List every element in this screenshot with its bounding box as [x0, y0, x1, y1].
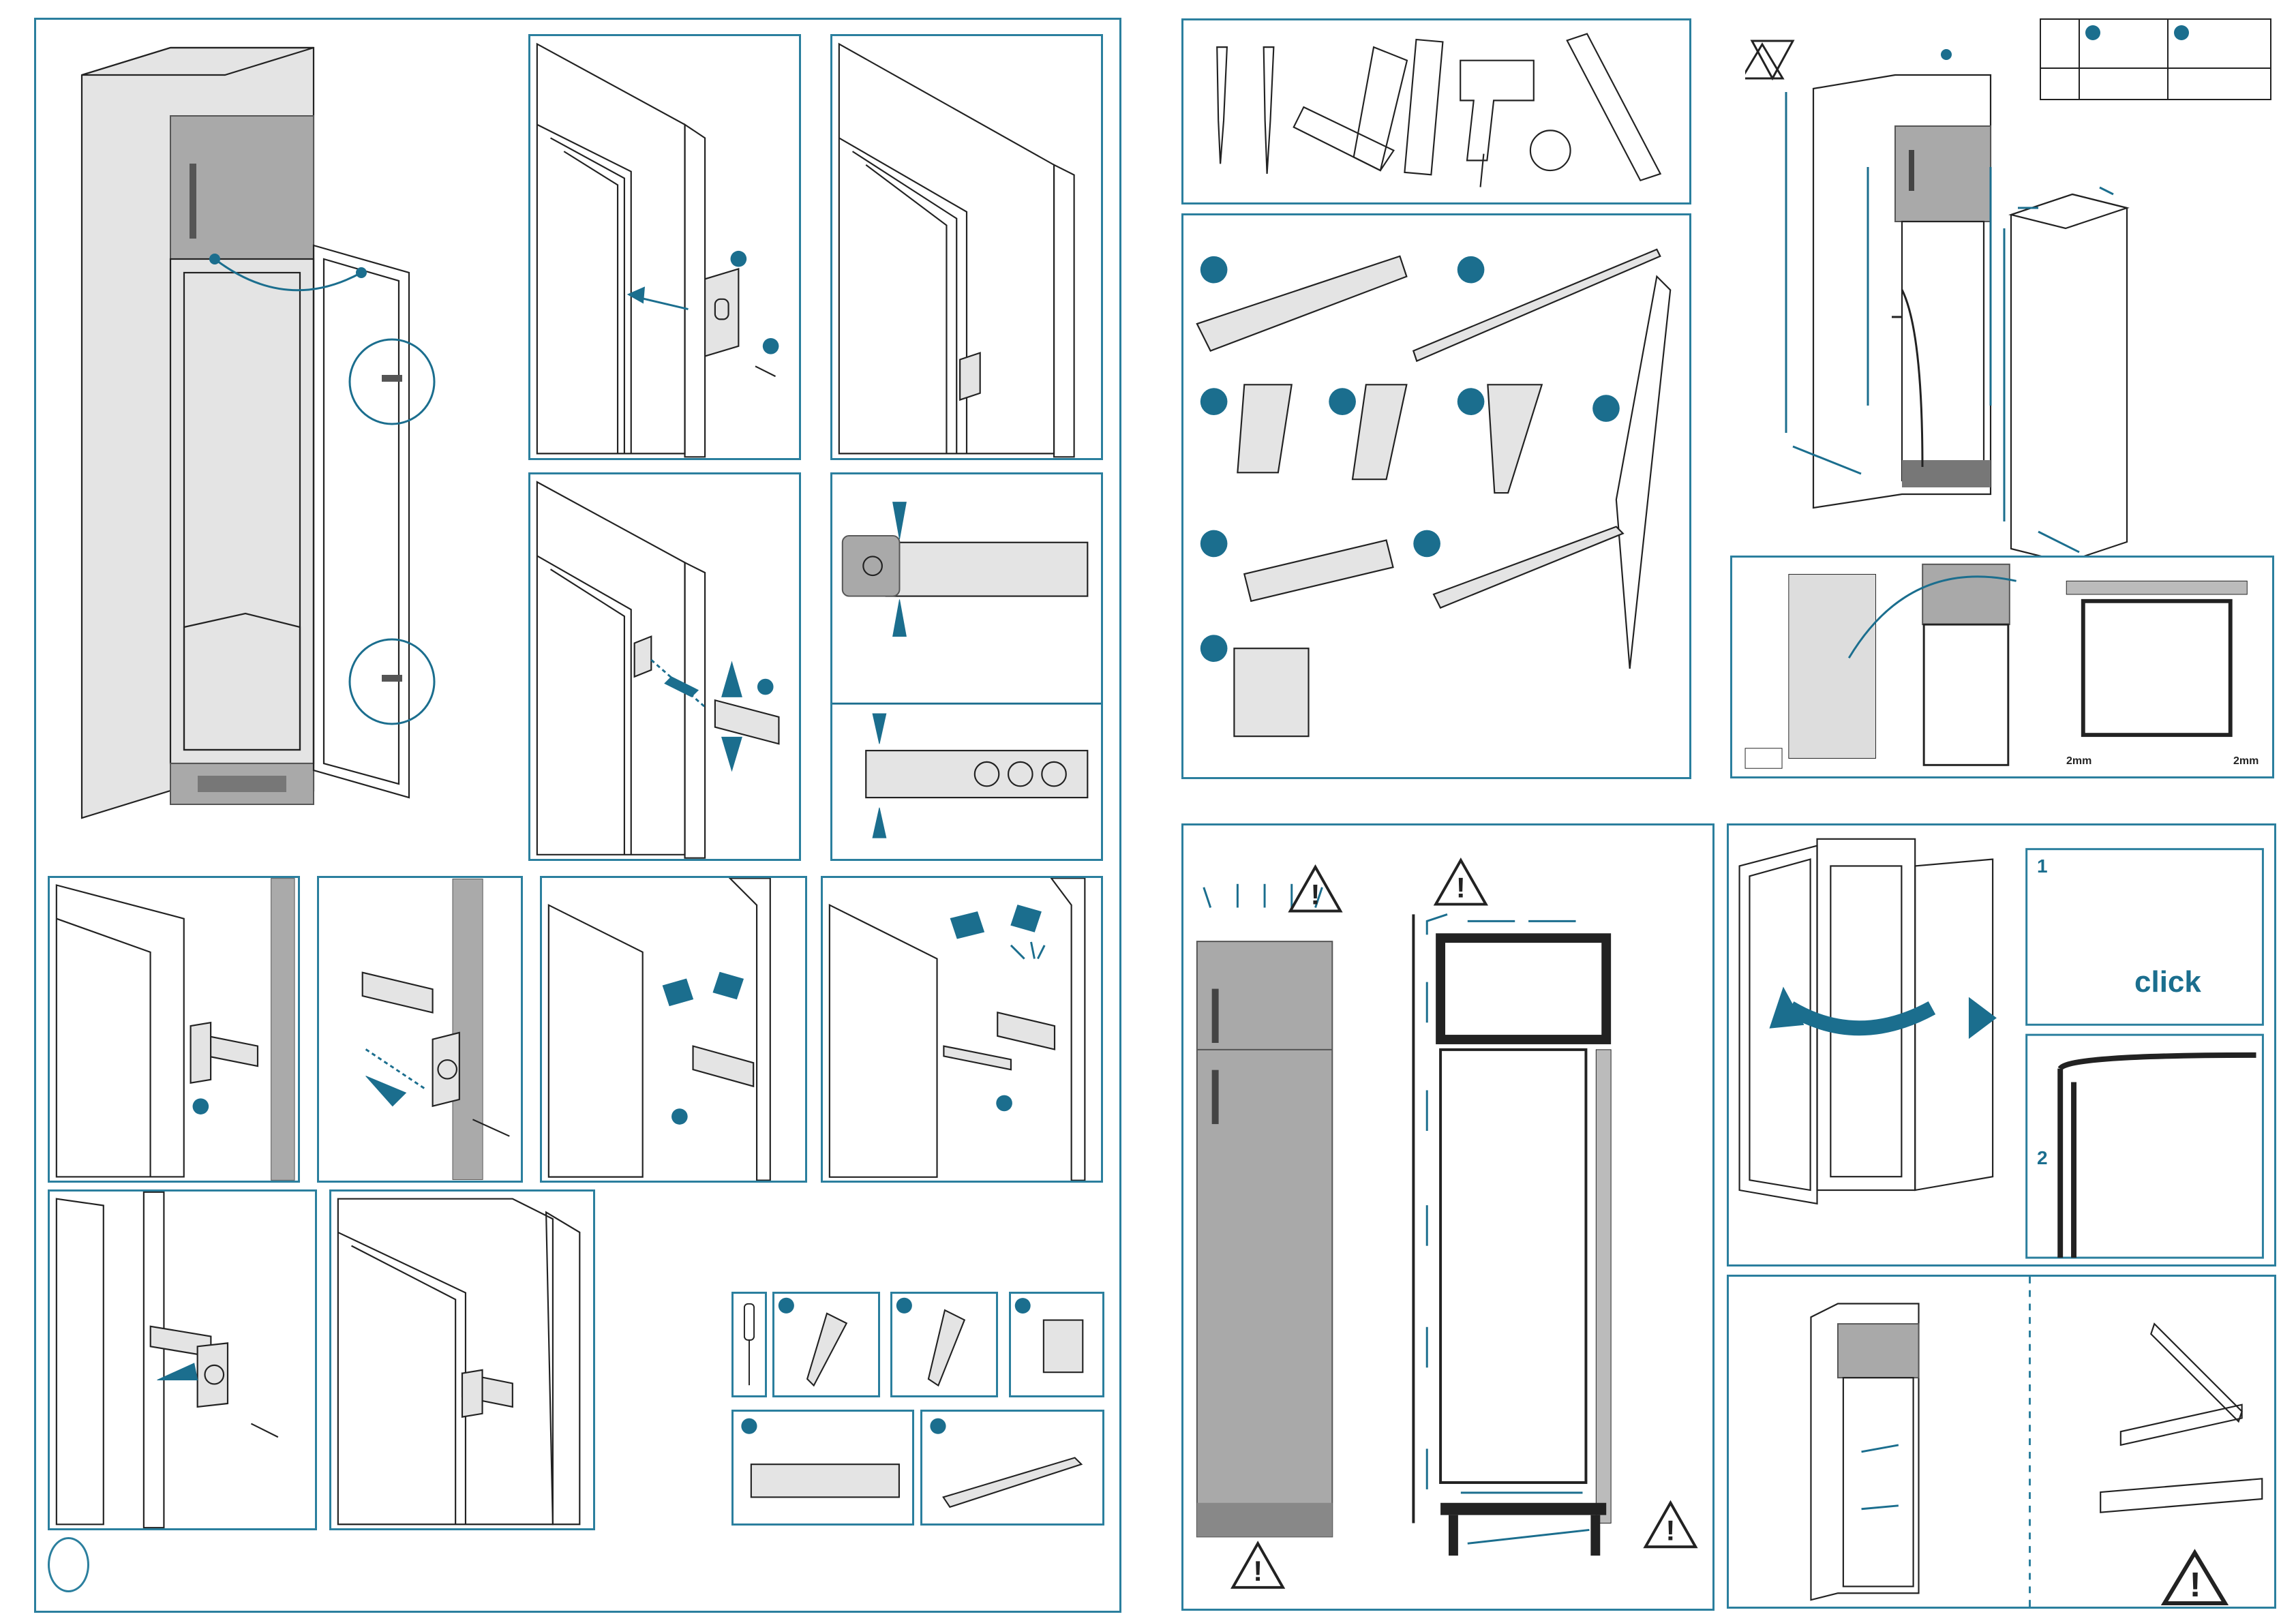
panel-bottom-hinge-2 [317, 876, 523, 1183]
panel-door-slide-push [540, 876, 807, 1183]
panel-parts-slide [731, 1410, 914, 1526]
panel-lower-slide-done [329, 1189, 595, 1530]
svg-text:!: ! [1456, 872, 1466, 904]
panel-door-reversal: 1 2 click [1727, 823, 2276, 1266]
panel-parts-screwdriver [731, 1292, 767, 1397]
click-label: click [2134, 965, 2201, 999]
svg-text:!: ! [2190, 1565, 2201, 1604]
panel-ventilation-clearance: ! ! ! ! [1181, 823, 1715, 1611]
svg-text:!: ! [1253, 1555, 1263, 1587]
panel-tall-unit-open-door [41, 27, 518, 866]
gap-right-label: 2mm [2233, 755, 2259, 768]
panel-parts-cover [920, 1410, 1104, 1526]
panel-parts-screw-2 [890, 1292, 998, 1397]
panel-hinge-installed [830, 34, 1103, 460]
svg-text:!: ! [1666, 1514, 1676, 1546]
panel-parts-bracket [1009, 1292, 1104, 1397]
legend-a-dot [2085, 25, 2100, 40]
gap-left-label: 2mm [2066, 755, 2091, 768]
parts-legend-table [2040, 18, 2271, 100]
panel-parts-screw-1 [772, 1292, 880, 1397]
panel-cover-strip-click [821, 876, 1103, 1183]
panel-cabinet-brick-wall: 2mm 2mm [1730, 556, 2274, 778]
legend-b-dot [2174, 25, 2189, 40]
panel-lower-slide-fit [48, 1189, 317, 1530]
step-2-label: 2 [2037, 1147, 2048, 1169]
panel-level-and-square: ! [1727, 1275, 2276, 1609]
page-marker-circle [48, 1537, 89, 1592]
svg-text:!: ! [1311, 879, 1320, 911]
step-1-label: 1 [2037, 855, 2048, 877]
panel-door-slide-fit [528, 472, 801, 861]
panel-unit-dimensions [1745, 24, 2263, 562]
panel-tools [1181, 18, 1691, 204]
panel-parts-list [1181, 213, 1691, 779]
panel-hinge-bracket-attach [528, 34, 801, 460]
panel-slide-alignment [830, 472, 1103, 861]
panel-bottom-hinge-1 [48, 876, 300, 1183]
